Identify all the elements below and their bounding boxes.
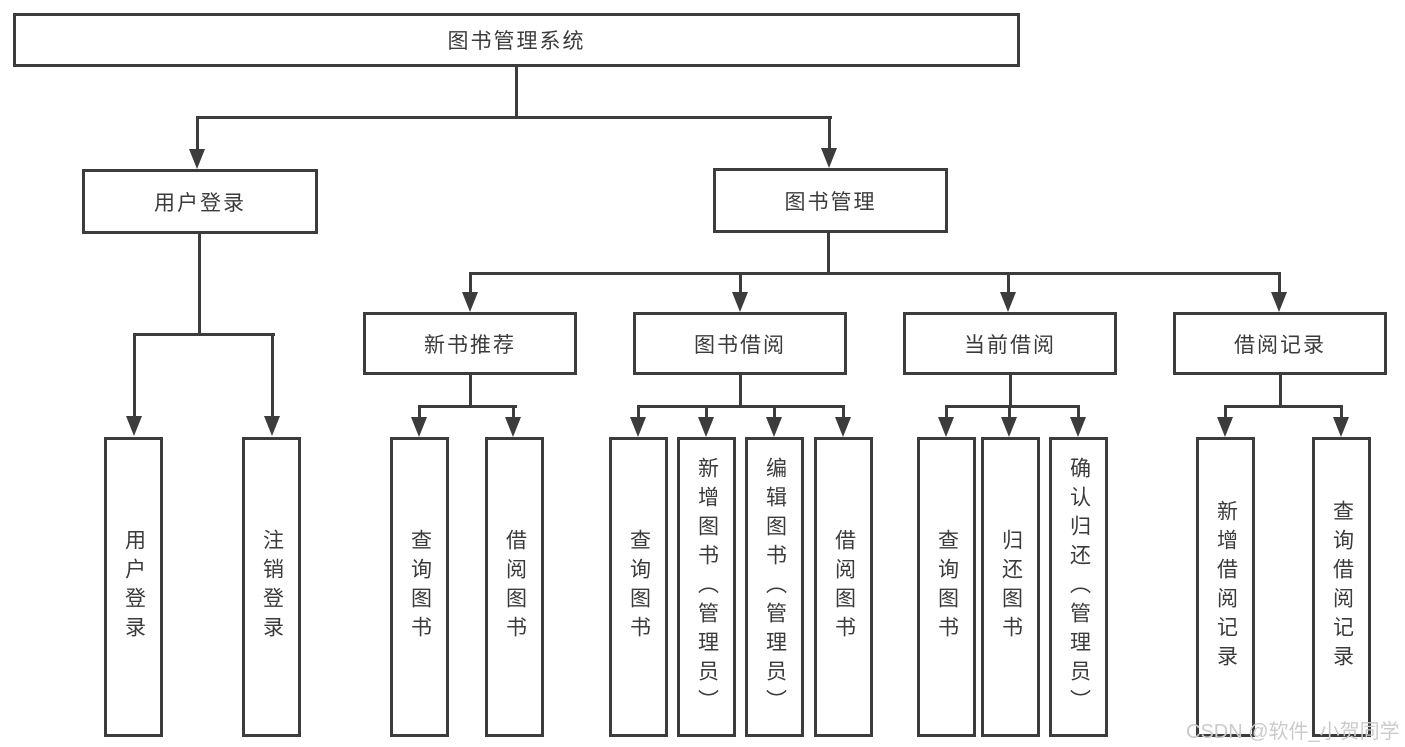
leaf-confirm-return-admin: 确认归还（管理员） — [1049, 437, 1108, 737]
connector-line — [827, 233, 830, 275]
node-borrow-records: 借阅记录 — [1173, 312, 1387, 375]
connector-line — [828, 119, 831, 149]
connector-line — [1278, 275, 1281, 293]
arrow-down-icon — [462, 292, 478, 312]
node-new-book-recommend: 新书推荐 — [363, 312, 577, 375]
arrow-down-icon — [126, 416, 142, 436]
connector-line — [133, 336, 136, 418]
connector-line — [705, 408, 708, 418]
arrow-down-icon — [1271, 292, 1287, 312]
leaf-logout: 注销登录 — [242, 437, 301, 737]
connector-line — [945, 405, 1080, 408]
arrow-down-icon — [938, 417, 954, 437]
arrow-down-icon — [821, 148, 837, 168]
connector-line — [739, 375, 742, 408]
connector-line — [512, 408, 515, 418]
connector-line — [196, 119, 199, 151]
connector-line — [739, 275, 742, 293]
connector-line — [637, 405, 845, 408]
arrow-down-icon — [630, 417, 646, 437]
connector-line — [773, 408, 776, 418]
leaf-recommend-borrow-books: 借阅图书 — [485, 437, 544, 737]
leaf-add-book-admin: 新增图书（管理员） — [677, 437, 736, 737]
watermark: CSDN @软件_小贺同学 — [1186, 721, 1400, 743]
connector-line — [1224, 405, 1343, 408]
node-user-login: 用户登录 — [82, 169, 318, 234]
node-current-borrow: 当前借阅 — [903, 312, 1117, 375]
arrow-down-icon — [505, 417, 521, 437]
connector-line — [133, 333, 275, 336]
leaf-query-borrow-record: 查询借阅记录 — [1312, 437, 1371, 737]
arrow-down-icon — [1000, 292, 1016, 312]
arrow-down-icon — [189, 149, 205, 169]
node-book-borrow: 图书借阅 — [633, 312, 847, 375]
connector-line — [1077, 408, 1080, 418]
connector-line — [198, 233, 201, 336]
connector-line — [271, 336, 274, 418]
connector-line — [1340, 408, 1343, 418]
connector-line — [196, 116, 832, 119]
connector-line — [842, 408, 845, 418]
leaf-user-login: 用户登录 — [104, 437, 163, 737]
connector-line — [1279, 375, 1282, 408]
leaf-return-book: 归还图书 — [981, 437, 1040, 737]
connector-line — [1008, 408, 1011, 418]
leaf-edit-book-admin: 编辑图书（管理员） — [745, 437, 804, 737]
arrow-down-icon — [411, 417, 427, 437]
arrow-down-icon — [1001, 417, 1017, 437]
node-book-management: 图书管理 — [713, 168, 948, 233]
arrow-down-icon — [766, 417, 782, 437]
leaf-recommend-query-books: 查询图书 — [390, 437, 449, 737]
arrow-down-icon — [1070, 417, 1086, 437]
leaf-borrow-borrow-books: 借阅图书 — [814, 437, 873, 737]
arrow-down-icon — [1217, 417, 1233, 437]
connector-line — [469, 275, 472, 293]
arrow-down-icon — [732, 292, 748, 312]
connector-line — [1224, 408, 1227, 418]
arrow-down-icon — [835, 417, 851, 437]
leaf-current-query-books: 查询图书 — [917, 437, 976, 737]
connector-line — [418, 405, 517, 408]
connector-line — [515, 66, 518, 119]
leaf-add-borrow-record: 新增借阅记录 — [1196, 437, 1255, 737]
connector-line — [637, 408, 640, 418]
arrow-down-icon — [1333, 417, 1349, 437]
arrow-down-icon — [264, 416, 280, 436]
connector-line — [469, 375, 472, 408]
connector-line — [1009, 375, 1012, 408]
connector-line — [1007, 275, 1010, 293]
leaf-borrow-query-books: 查询图书 — [609, 437, 668, 737]
node-root: 图书管理系统 — [13, 13, 1020, 67]
connector-line — [469, 272, 1281, 275]
arrow-down-icon — [698, 417, 714, 437]
connector-line — [945, 408, 948, 418]
connector-line — [418, 408, 421, 418]
